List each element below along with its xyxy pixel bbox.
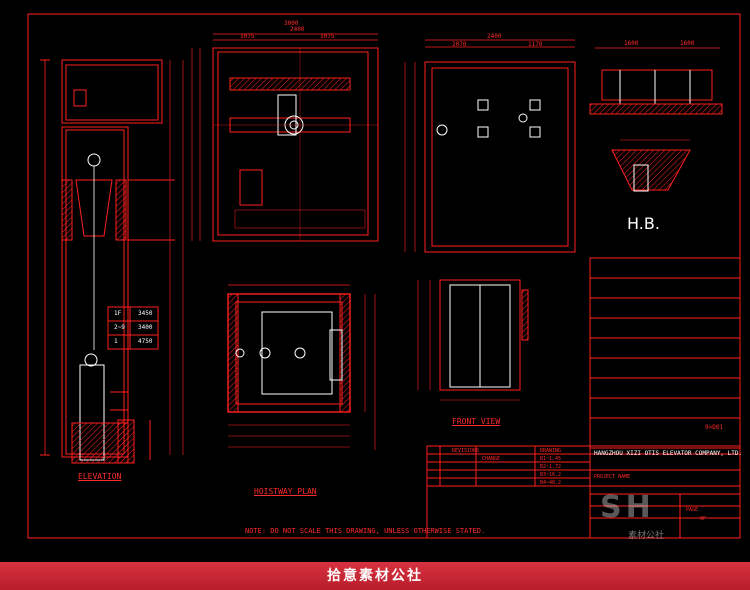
hoistway-top-plan (404, 39, 576, 253)
hb-detail (589, 47, 723, 192)
front-view (417, 279, 529, 401)
drawing-note: NOTE: DO NOT SCALE THIS DRAWING, UNLESS … (245, 527, 486, 535)
of-label: OF (700, 516, 707, 522)
watermark-logo: SH (600, 490, 655, 525)
footer-caption: 拾意素材公社 (327, 568, 423, 584)
dim-plan-d: 1075 (320, 33, 335, 40)
hb-title: H.B. (627, 214, 660, 233)
hoistway-plan-title: HOISTWAY PLAN (254, 487, 317, 496)
drawing-header: DRAWING (540, 448, 562, 454)
dim-hb-b: 1600 (680, 40, 695, 47)
dim-hb-a: 1600 (624, 40, 639, 47)
drawing-row-1: B1~1.45 (540, 456, 562, 462)
front-view-title: FRONT VIEW (452, 417, 501, 426)
company-name: HANGZHOU XIZI OTIS ELEVATOR COMPANY, LTD… (594, 450, 743, 457)
elevation-view (40, 59, 184, 464)
watermark-caption: 素材公社 (628, 531, 665, 541)
elev-table-height-2: 3400 (138, 324, 153, 331)
dim-plan-b: 2400 (290, 26, 305, 33)
dim-plan-a: 3000 (284, 20, 299, 27)
drawing-row-2: B2~1.72 (540, 464, 562, 470)
change-header: CHANGE (482, 456, 501, 462)
page-label: PAGE (686, 507, 699, 513)
hoistway-plan (227, 284, 376, 450)
elev-table-height-1: 3450 (138, 310, 153, 317)
dim-mid-a: 2400 (487, 33, 502, 40)
machine-room-plan (191, 33, 379, 242)
footer-bar (0, 562, 750, 590)
elev-table-floor-1: 1F (114, 310, 122, 317)
project-name-label: PROJECT NAME (594, 474, 631, 480)
drawing-row-3: B3~16.2 (540, 472, 562, 478)
elevation-title: ELEVATION (78, 472, 122, 481)
drawing-row-4: B4~48.2 (540, 480, 562, 486)
elev-table-height-3: 4750 (138, 338, 153, 345)
table-code: 9×D01 (705, 424, 724, 431)
dim-mid-c: 1170 (528, 41, 543, 48)
drawing-border (27, 13, 741, 539)
title-block (426, 257, 741, 539)
dim-mid-b: 2070 (452, 41, 467, 48)
dim-plan-c: 1075 (240, 33, 255, 40)
elev-table-floor-3: 1 (114, 338, 118, 345)
revisions-header: REVISIONS (452, 448, 480, 454)
elev-table-floor-2: 2~9 (114, 324, 125, 331)
